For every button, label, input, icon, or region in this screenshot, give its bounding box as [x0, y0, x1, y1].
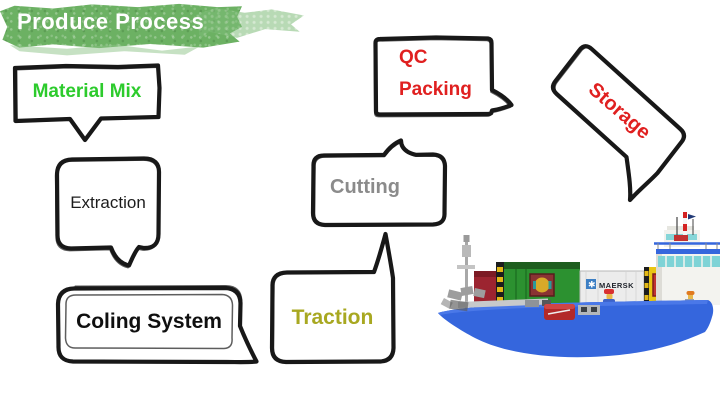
speech-bubble-tail-right-icon [373, 35, 514, 118]
step-label: Material Mix [32, 81, 142, 102]
step-label: Traction [291, 306, 374, 329]
step-label: Coling System [76, 310, 222, 333]
speech-bubble-tail-up-icon [310, 138, 448, 228]
speech-bubble-tail-down-icon [12, 63, 162, 143]
step-label: Extraction [70, 193, 146, 212]
step-label: Cutting [330, 176, 400, 198]
page-title: Produce Process [17, 9, 205, 34]
process-step-cutting: Cutting [304, 136, 456, 236]
speech-bubble-rotated-tail-down-icon [550, 44, 687, 203]
container-ship-icon: ✱ MAERSK [438, 212, 720, 358]
svg-text:✱: ✱ [588, 280, 596, 290]
speech-bubble-tail-right-icon [55, 285, 259, 365]
speech-bubble-tail-up-icon [269, 231, 396, 365]
process-step-traction: Traction [262, 224, 404, 374]
process-step-coling-system: Coling System [52, 278, 270, 374]
container-ship-image: ✱ MAERSK [430, 205, 720, 367]
speech-bubble-tail-down-icon [54, 156, 162, 269]
process-step-qc-packing: QC Packing [368, 30, 520, 128]
brush-spatter-icon [10, 44, 200, 56]
step-label: Packing [399, 79, 472, 100]
process-step-material-mix: Material Mix [8, 58, 180, 150]
process-step-storage: Storage [540, 35, 705, 213]
maersk-label: MAERSK [599, 281, 634, 290]
process-step-extraction: Extraction [50, 150, 168, 278]
step-label: QC [399, 47, 428, 68]
